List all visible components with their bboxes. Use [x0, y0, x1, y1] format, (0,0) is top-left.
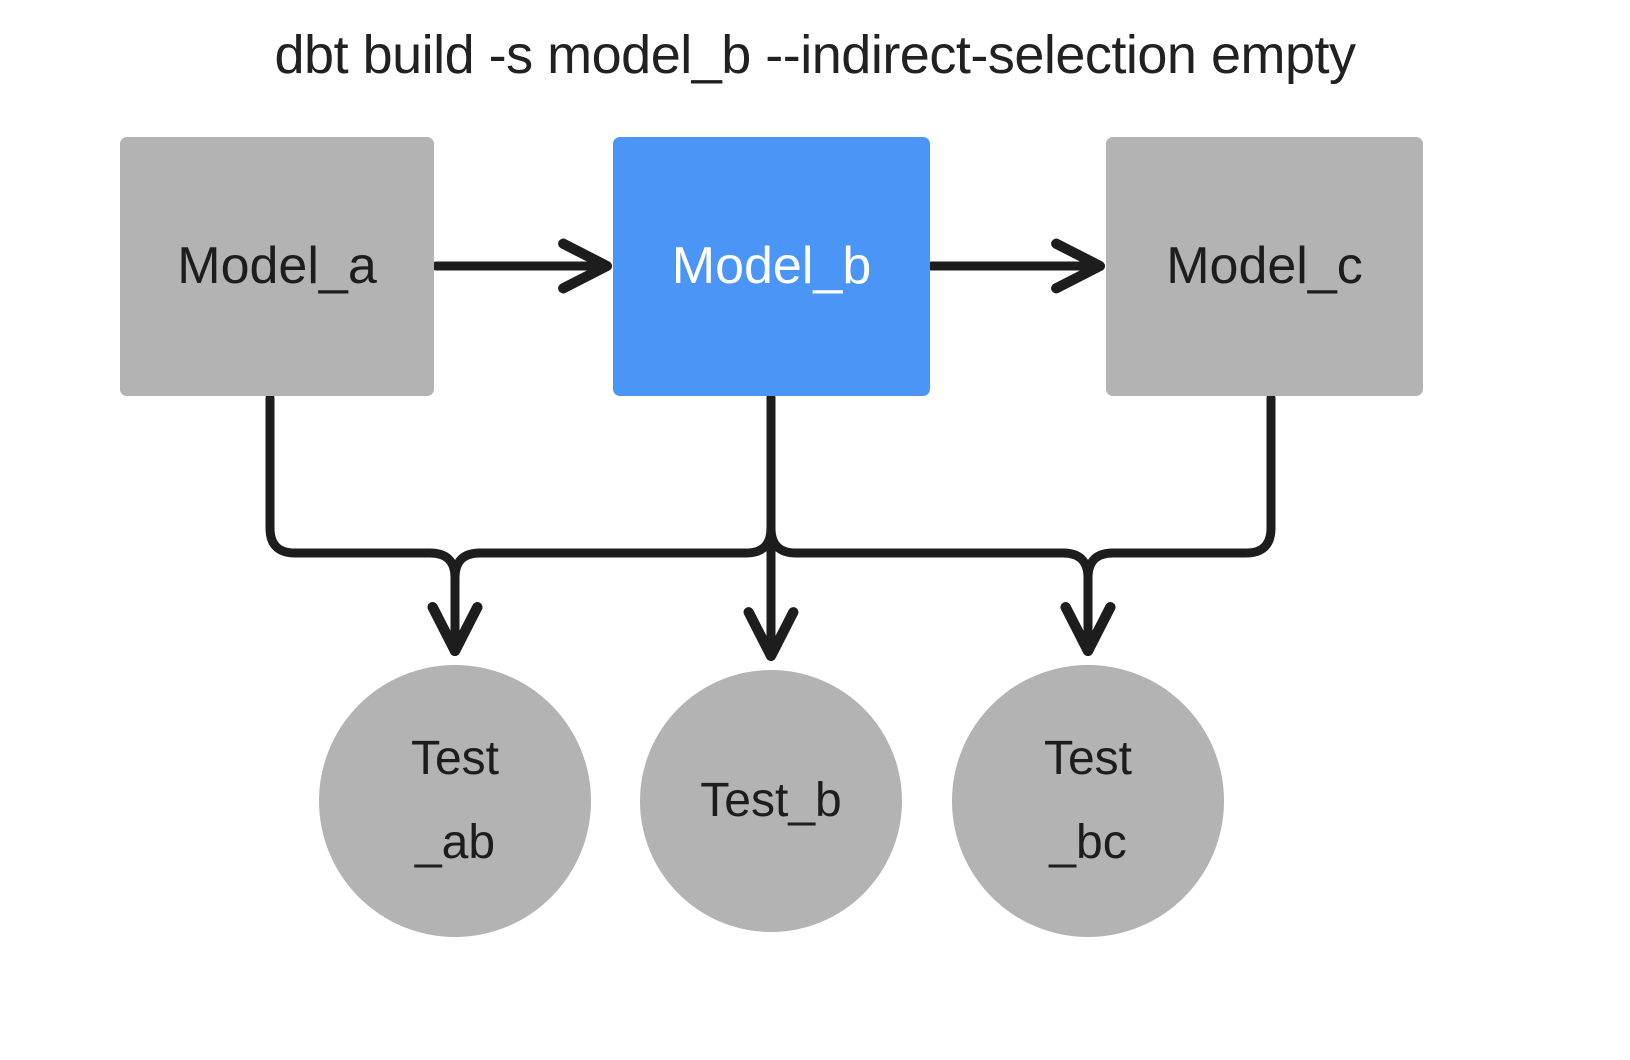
edge-model-a-test-ab [265, 393, 483, 657]
node-test-bc-label-line-1: Test [1043, 732, 1133, 785]
node-test-ab-label-line-1: Test [410, 732, 500, 785]
edge-model-b-test-ab [427, 393, 776, 657]
node-model-b[interactable]: Model_b [613, 137, 930, 396]
node-test-bc[interactable]: Test _bc [952, 665, 1224, 937]
diagram-title: dbt build -s model_b --indirect-selectio… [274, 25, 1357, 85]
node-model-c-label: Model_c [1166, 236, 1363, 295]
node-test-bc-label-line-2: _bc [1049, 816, 1127, 869]
node-test-b-label-line-1: Test_b [700, 774, 842, 827]
node-model-b-label: Model_b [671, 236, 872, 295]
node-model-a-label: Model_a [177, 236, 377, 295]
edge-model-b-test-bc [766, 393, 1116, 657]
node-model-a[interactable]: Model_a [120, 137, 434, 396]
edge-model-c-test-bc [1060, 393, 1276, 657]
node-model-c[interactable]: Model_c [1106, 137, 1423, 396]
node-test-ab-label-line-2: _ab [414, 816, 496, 869]
node-test-ab[interactable]: Test _ab [319, 665, 591, 937]
node-test-b[interactable]: Test_b [640, 670, 902, 932]
